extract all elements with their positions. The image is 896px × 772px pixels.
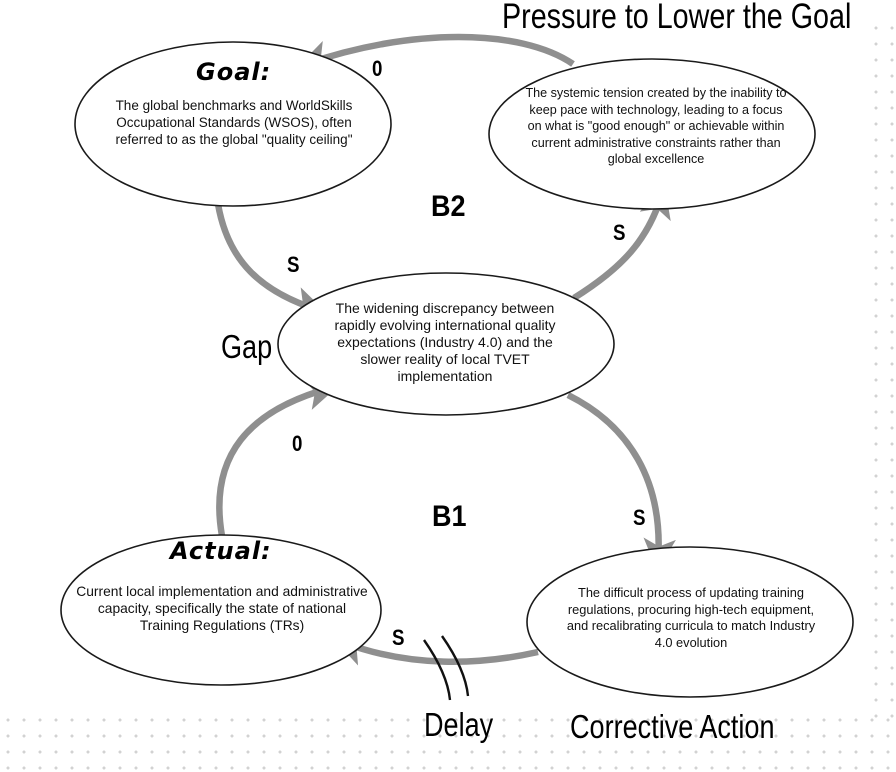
loop-b1-label: B1 [432, 500, 467, 533]
pressure-text: The systemic tension created by the inab… [525, 86, 787, 166]
arrow-corrective-to-actual [333, 635, 539, 666]
polarity-corrective-to-actual: S [392, 625, 405, 650]
goal-text: The global benchmarks and WorldSkills Oc… [115, 98, 353, 147]
corrective-label: Corrective Action [570, 708, 775, 745]
delay-label: Delay [424, 706, 494, 743]
arrow-actual-to-gap [216, 378, 339, 537]
polarity-pressure-to-goal: 0 [372, 56, 383, 81]
polarity-actual-to-gap: 0 [292, 431, 303, 456]
pressure-title: Pressure to Lower the Goal [502, 0, 852, 36]
dot-pattern-bottom [0, 712, 896, 772]
arrow-pressure-to-goal [297, 33, 575, 72]
gap-text: The widening discrepancy between rapidly… [334, 300, 556, 384]
gap-label: Gap [221, 328, 273, 365]
arrow-goal-to-gap [214, 203, 327, 319]
actual-node [60, 534, 382, 686]
actual-text: Current local implementation and adminis… [76, 584, 368, 633]
arrow-gap-to-corrective [566, 392, 676, 572]
pressure-node [488, 58, 816, 210]
loop-b2-label: B2 [431, 190, 466, 223]
corrective-text: The difficult process of updating traini… [566, 585, 816, 650]
goal-heading: Goal: [196, 58, 272, 86]
polarity-goal-to-gap: S [287, 252, 300, 277]
gap-node [277, 272, 615, 416]
delay-mark-2 [441, 635, 470, 697]
polarity-gap-to-corrective: S [633, 505, 646, 530]
polarity-gap-to-pressure: S [613, 220, 626, 245]
delay-mark-1 [423, 639, 452, 701]
dot-pattern-right [868, 20, 896, 720]
corrective-node [526, 546, 854, 698]
goal-node [74, 41, 392, 207]
actual-heading: Actual: [170, 537, 272, 565]
